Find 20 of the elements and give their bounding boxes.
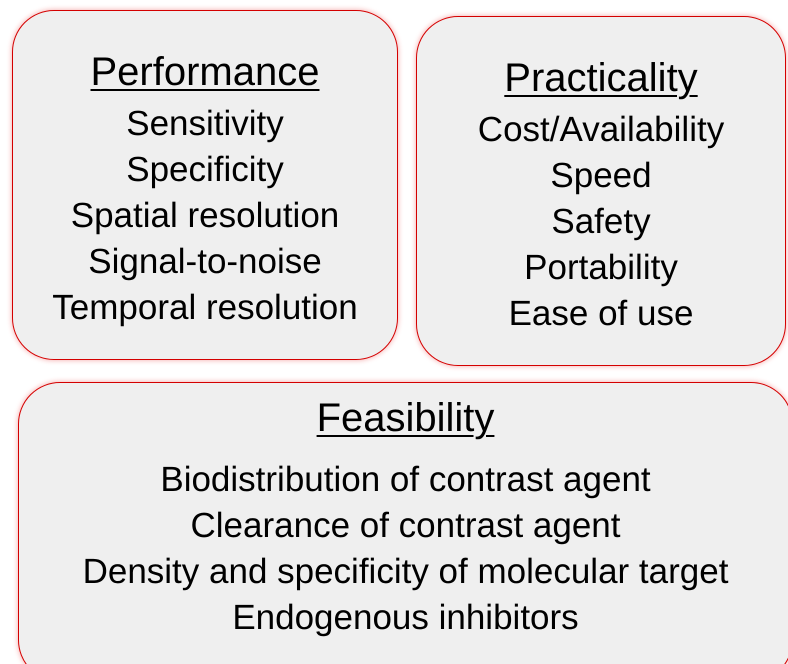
list-item: Temporal resolution — [52, 287, 358, 329]
list-item: Safety — [551, 201, 651, 243]
list-item: Clearance of contrast agent — [190, 505, 620, 547]
list-item: Speed — [550, 155, 652, 197]
list-item: Endogenous inhibitors — [232, 597, 579, 639]
list-item: Biodistribution of contrast agent — [160, 459, 651, 501]
rounded-panel — [18, 382, 788, 664]
list-item: Specificity — [126, 149, 284, 191]
rounded-panel — [12, 10, 398, 360]
list-item: Spatial resolution — [70, 195, 340, 237]
list-item: Ease of use — [508, 293, 694, 335]
panel-heading: Performance — [90, 49, 320, 95]
list-item: Signal-to-noise — [88, 241, 322, 283]
panel-heading: Practicality — [504, 55, 698, 101]
rounded-panel — [416, 16, 786, 366]
panel-heading: Feasibility — [316, 395, 494, 441]
list-item: Portability — [524, 247, 678, 289]
list-item: Density and specificity of molecular target — [82, 551, 728, 593]
list-item: Cost/Availability — [478, 109, 724, 151]
list-item: Sensitivity — [126, 103, 284, 145]
